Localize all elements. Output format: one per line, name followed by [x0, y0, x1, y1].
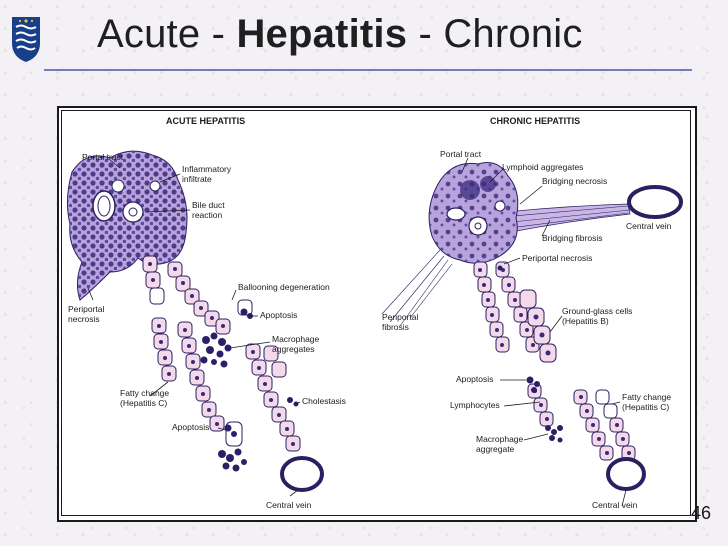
title-bold: Hepatitis [236, 12, 408, 56]
acute-label-central-vein: Central vein [266, 500, 312, 510]
chronic-nuclei [478, 268, 631, 455]
chronic-label-macrophage-2: aggregate [476, 444, 515, 454]
university-logo [12, 17, 40, 62]
acute-label-ballooning: Ballooning degeneration [238, 282, 330, 292]
acute-label-fatty-1: Fatty change [120, 388, 169, 398]
title-rule [44, 69, 692, 71]
chronic-label-central-vein-bottom: Central vein [592, 500, 638, 510]
acute-label-macrophage-1: Macrophage [272, 334, 320, 344]
page-number: 46 [691, 503, 712, 523]
chronic-leader-lines [461, 157, 627, 507]
acute-label-apoptosis-top: Apoptosis [260, 310, 297, 320]
chronic-central-vein-bottom-shape [606, 457, 646, 491]
chronic-bridging-fibrosis [485, 203, 631, 237]
chronic-central-vein-top-shape [627, 185, 683, 219]
acute-cell-plates [142, 255, 301, 452]
chronic-label-lymphoid: Lymphoid aggregates [502, 162, 583, 172]
acute-label-fatty-2: (Hepatitis C) [120, 398, 167, 408]
acute-heading: ACUTE HEPATITIS [166, 116, 245, 126]
acute-label-apoptosis-bottom: Apoptosis [172, 422, 209, 432]
acute-nuclei [148, 262, 295, 446]
chronic-label-central-vein-top: Central vein [626, 221, 672, 231]
title-part-2: - Chronic [407, 12, 583, 56]
chronic-label-ground-glass-1: Ground-glass cells [562, 306, 632, 316]
slide-title: Acute - Hepatitis - Chronic [97, 12, 583, 57]
chronic-label-fatty-2: (Hepatitis C) [622, 402, 669, 412]
acute-label-macrophage-2: aggregates [272, 344, 315, 354]
chronic-label-ground-glass-2: (Hepatitis B) [562, 316, 609, 326]
acute-macrophage-aggregates [200, 308, 299, 472]
title-part-1: Acute - [97, 12, 237, 56]
chronic-label-bridging-necrosis: Bridging necrosis [542, 176, 607, 186]
chronic-label-apoptosis: Apoptosis [456, 374, 493, 384]
chronic-label-periportal-fibrosis-1: Periportal [382, 312, 418, 322]
chronic-apoptosis-clusters [497, 265, 563, 443]
chronic-label-macrophage-1: Macrophage [476, 434, 524, 444]
chronic-label-lymphocytes: Lymphocytes [450, 400, 500, 410]
acute-portal-tract [66, 150, 188, 301]
acute-label-cholestasis: Cholestasis [302, 396, 346, 406]
acute-leader-lines [87, 159, 301, 497]
chronic-label-periportal-fibrosis-2: fibrosis [382, 322, 409, 332]
chronic-heading: CHRONIC HEPATITIS [490, 116, 580, 126]
chronic-label-portal-tract: Portal tract [440, 149, 482, 159]
acute-label-bile-duct-2: reaction [192, 210, 223, 220]
chronic-portal-tract [428, 162, 519, 264]
chronic-label-bridging-fibrosis: Bridging fibrosis [542, 233, 602, 243]
acute-label-periportal-2: necrosis [68, 314, 100, 324]
acute-label-bile-duct-1: Bile duct [192, 200, 225, 210]
acute-label-inflammatory-1: Inflammatory [182, 164, 232, 174]
acute-label-portal-tract: Portal tract [82, 152, 124, 162]
chronic-label-periportal-necrosis: Periportal necrosis [522, 253, 592, 263]
chronic-label-fatty-1: Fatty change [622, 392, 671, 402]
acute-label-periportal-1: Periportal [68, 304, 104, 314]
acute-label-inflammatory-2: infiltrate [182, 174, 212, 184]
acute-central-vein-shape [280, 456, 324, 492]
